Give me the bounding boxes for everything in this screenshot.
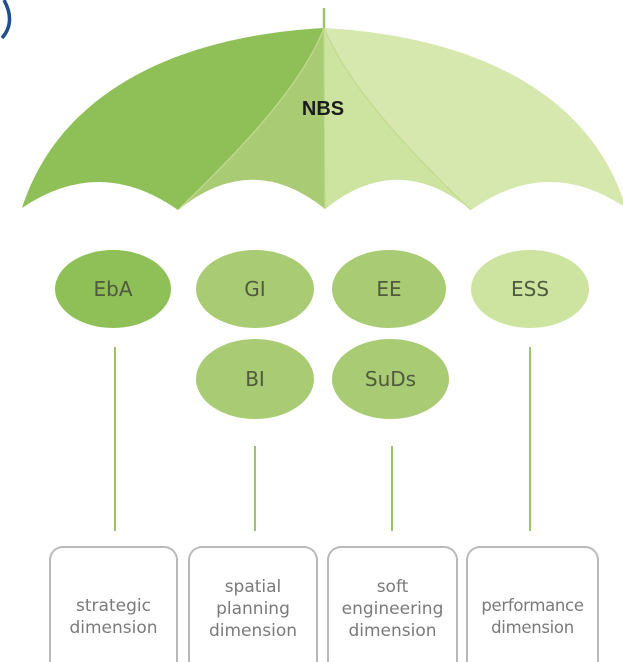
connector-line-strategic [114,347,116,531]
corner-arc [0,0,12,40]
dimension-label: spatial planning dimension [208,577,298,641]
dimension-label: soft engineering dimension [341,577,444,641]
connector-line-spatial [254,446,256,531]
approach-bi: BI [196,339,314,419]
canopy-rib-3 [323,27,472,211]
approach-eba: EbA [55,250,171,328]
umbrella-label: NBS [302,98,344,120]
approach-ee: EE [332,250,446,328]
canopy-rib-1 [177,27,325,211]
dimension-label: performance dimension [481,596,584,637]
canopy-panel-3 [324,28,471,210]
canopy-panel-2 [178,28,325,210]
approach-ess: ESS [471,250,589,328]
canopy-panel-1 [22,28,324,210]
canopy-panel-4 [324,28,623,210]
dimension-box-spatial-planning: spatial planning dimension [188,546,318,662]
dimension-box-performance: performance dimension [466,546,599,662]
approach-suds: SuDs [332,339,449,419]
dimension-box-soft-engineering: soft engineering dimension [327,546,458,662]
connector-line-engineering [391,446,393,531]
connector-line-performance [529,347,531,531]
dimension-box-strategic: strategic dimension [49,546,178,662]
approach-gi: GI [196,250,314,328]
canopy-rib-2 [323,27,326,210]
dimension-label: strategic dimension [69,596,158,638]
